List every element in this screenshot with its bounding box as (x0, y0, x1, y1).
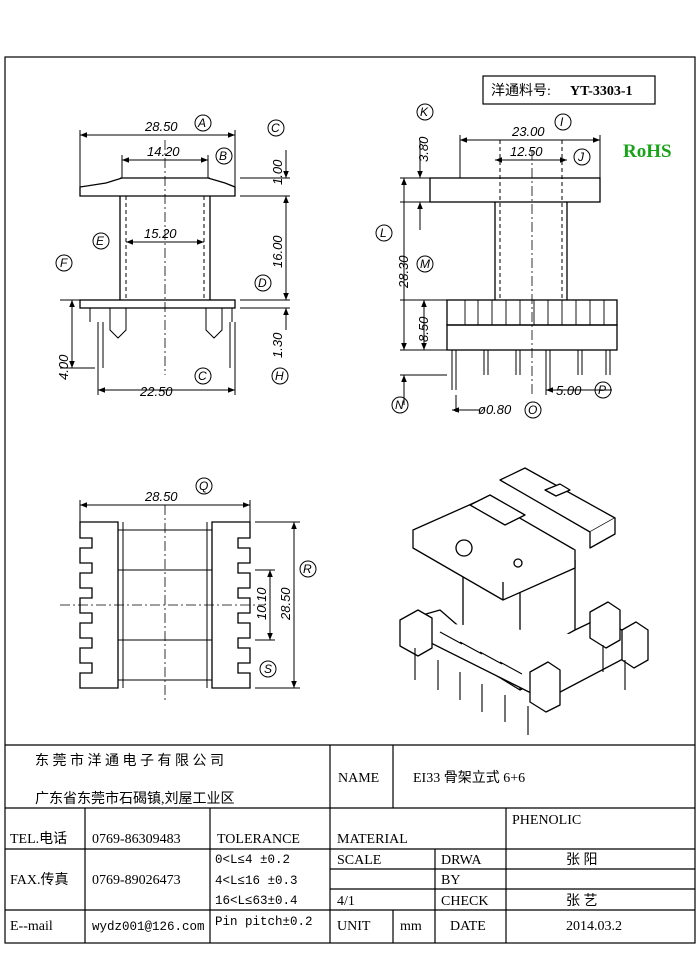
tel-value: 0769-86309483 (92, 832, 181, 847)
tag-K: K (420, 105, 429, 119)
check-label: CHECK (441, 894, 488, 909)
tag-I: I (560, 115, 564, 129)
dim-pin-length: 4.00 (56, 354, 71, 380)
company-address: 广东省东莞市石碣镇,刘屋工业区 (35, 790, 235, 807)
email-value: wydz001@126.com (92, 920, 205, 934)
tag-F: F (60, 256, 68, 270)
unit-label: UNIT (337, 919, 371, 934)
dim-flange-thickness: 1.00 (270, 159, 285, 185)
tolerance-row-3: 16<L≤63±0.4 (215, 894, 298, 908)
fax-value: 0769-89026473 (92, 873, 181, 888)
dim-total-height: 28.30 (396, 255, 411, 289)
front-view (60, 130, 290, 395)
material-label: MATERIAL (337, 832, 408, 847)
title-block-text: 东 莞 市 洋 通 电 子 有 限 公 司 广东省东莞市石碣镇,刘屋工业区 NA… (10, 752, 622, 934)
title-block (5, 744, 695, 943)
dim-inner-width: 12.50 (510, 144, 543, 159)
tag-J: J (577, 150, 585, 164)
date-label: DATE (450, 919, 486, 934)
tag-H: H (275, 369, 284, 383)
name-value: EI33 骨架立式 6+6 (413, 770, 525, 786)
tag-Q: Q (199, 479, 208, 493)
unit-value: mm (400, 919, 422, 934)
dim-height: 16.00 (270, 235, 285, 268)
dim-width-inner: 14.20 (147, 144, 180, 159)
tag-R: R (303, 562, 312, 576)
scale-label: SCALE (337, 853, 381, 868)
sheet-border (4, 56, 696, 944)
dim-core-width: 15.20 (144, 226, 177, 241)
dim-pitch: 5.00 (556, 383, 582, 398)
tag-E: E (96, 234, 105, 248)
material-value: PHENOLIC (512, 813, 581, 828)
tag-S: S (264, 662, 272, 676)
side-view (400, 135, 618, 413)
name-label: NAME (338, 771, 379, 786)
check-value: 张 艺 (566, 893, 598, 909)
dim-pin-span: 22.50 (139, 384, 173, 399)
email-label: E--mail (10, 919, 53, 934)
dim-width-top: 28.50 (144, 119, 178, 134)
drawn-label-2: BY (441, 873, 460, 888)
dim-slot: 10.10 (254, 587, 269, 620)
company-name: 东 莞 市 洋 通 电 子 有 限 公 司 (35, 752, 224, 769)
tag-C-top: C (271, 121, 280, 135)
drawn-label-1: DRWA (441, 853, 482, 868)
dim-top-view-width: 28.50 (144, 489, 178, 504)
dim-top-width: 23.00 (511, 124, 545, 139)
dim-base-height: 8.50 (416, 316, 431, 342)
dim-base-thickness: 1.30 (270, 332, 285, 358)
tag-O: O (528, 403, 537, 417)
tag-N: N (395, 398, 404, 412)
date-value: 2014.03.2 (566, 919, 622, 934)
tel-label: TEL.电话 (10, 831, 67, 847)
top-view (60, 500, 300, 700)
scale-value: 4/1 (337, 894, 355, 909)
fax-label: FAX.传真 (10, 872, 68, 888)
rohs-mark: RoHS (623, 141, 672, 162)
top-view-labels: 28.50 Q 28.50 R 10.10 S (144, 477, 317, 678)
isometric-view (399, 467, 649, 735)
dim-pin-dia: ø0.80 (478, 402, 512, 417)
tolerance-row-4: Pin pitch±0.2 (215, 915, 313, 929)
part-number-value: YT-3303-1 (570, 84, 633, 99)
part-number-box: 洋通料号: YT-3303-1 (482, 75, 656, 105)
tag-B: B (219, 149, 227, 163)
dim-top-view-depth: 28.50 (278, 587, 293, 621)
front-view-labels: 28.50 A 14.20 B 15.20 E 1.00 C 16.00 D F… (55, 114, 289, 399)
drawn-value: 张 阳 (566, 852, 598, 868)
tag-L: L (380, 226, 387, 240)
tolerance-label: TOLERANCE (217, 832, 300, 847)
tag-C-bottom: C (198, 369, 207, 383)
tag-P: P (598, 383, 606, 397)
tag-D: D (258, 276, 267, 290)
tag-M: M (420, 257, 430, 271)
dim-flange: 3.80 (416, 136, 431, 162)
side-view-labels: 23.00 I 12.50 J K 3.80 L 28.30 M 8.50 N … (375, 103, 612, 419)
tolerance-row-1: 0<L≤4 ±0.2 (215, 853, 290, 867)
tag-A: A (197, 116, 206, 130)
part-number-label: 洋通料号: (491, 83, 551, 99)
tolerance-row-2: 4<L≤16 ±0.3 (215, 874, 298, 888)
